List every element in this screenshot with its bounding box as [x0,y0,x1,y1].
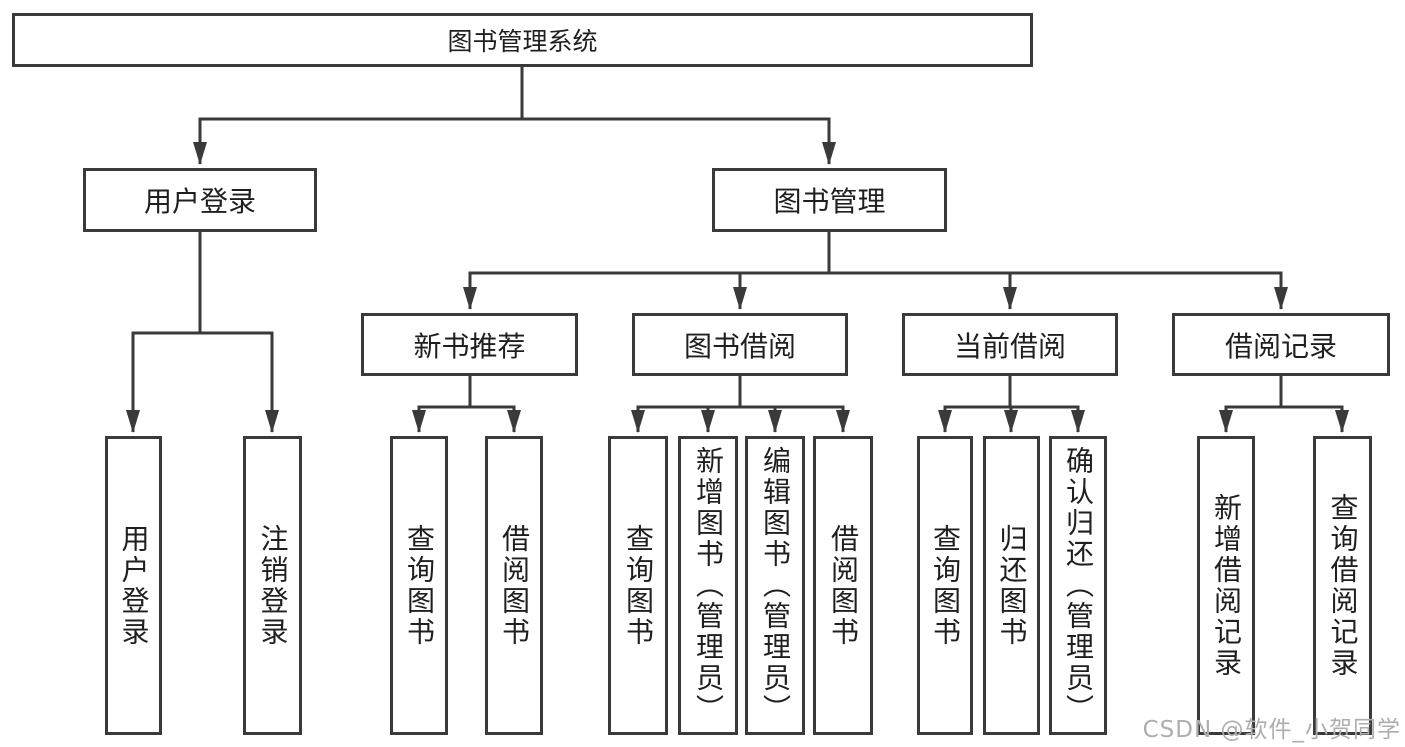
node-label: 编辑图书（管理员） [759,446,792,725]
leaf-user-login: 用户登录 [105,436,162,735]
leaf-return-books: 归还图书 [983,436,1040,735]
node-label: 注销登录 [256,523,290,648]
connector-book-management-children [463,232,1288,310]
node-current-borrowing: 当前借阅 [902,313,1118,376]
node-label: 图书管理 [773,185,886,218]
leaf-add-books-admin: 新增图书（管理员） [678,436,738,735]
node-label: 当前借阅 [953,329,1066,363]
node-user-login-module: 用户登录 [83,168,317,232]
connector-user-login-children [126,232,279,433]
connector-new-book-rec-children [412,376,521,433]
node-label: 借阅图书 [498,523,531,648]
connector-root-to-level2 [193,67,836,165]
node-label: 新增借阅记录 [1210,492,1243,679]
leaf-logout: 注销登录 [243,436,302,735]
leaf-borrow-books-recommendation: 借阅图书 [485,436,543,735]
node-label: 图书管理系统 [447,27,598,56]
node-book-management-module: 图书管理 [712,168,947,232]
node-label: 图书借阅 [683,329,796,363]
node-label: 查询图书 [403,523,436,648]
leaf-edit-books-admin: 编辑图书（管理员） [745,436,805,735]
node-borrowing-records: 借阅记录 [1172,313,1390,376]
csdn-watermark: CSDN @软件_小贺同学 [1142,717,1401,743]
leaf-query-books-current: 查询图书 [917,436,973,735]
node-label: 借阅记录 [1224,329,1337,363]
node-label: 用户登录 [117,523,151,648]
leaf-query-books-recommendation: 查询图书 [390,436,448,735]
leaf-borrow-books: 借阅图书 [813,436,873,735]
node-new-book-recommendation: 新书推荐 [361,313,578,376]
node-label: 确认归还（管理员） [1062,446,1095,725]
node-library-management-system: 图书管理系统 [12,13,1033,67]
node-label: 查询图书 [929,523,962,648]
node-label: 查询图书 [622,523,655,648]
leaf-query-books-borrowing: 查询图书 [608,436,668,735]
node-book-borrowing: 图书借阅 [632,313,848,376]
connector-borrow-records-children [1219,376,1349,433]
node-label: 新增图书（管理员） [692,446,725,725]
node-label: 归还图书 [995,523,1029,648]
node-label: 新书推荐 [413,329,526,363]
leaf-add-borrow-record: 新增借阅记录 [1197,436,1255,735]
leaf-query-borrow-record: 查询借阅记录 [1313,436,1372,735]
node-label: 用户登录 [143,185,256,218]
node-label: 查询借阅记录 [1326,492,1360,679]
leaf-confirm-return-admin: 确认归还（管理员） [1049,436,1107,735]
connector-current-borrow-children [938,376,1085,433]
connector-book-borrow-children [631,376,850,433]
node-label: 借阅图书 [827,523,860,648]
